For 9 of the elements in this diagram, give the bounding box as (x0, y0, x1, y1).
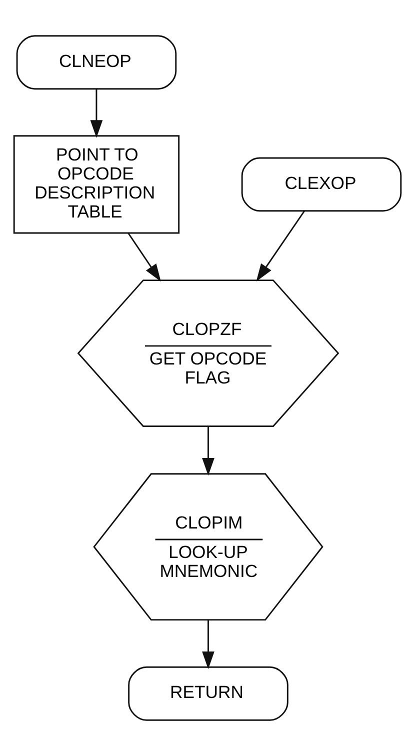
arrow (202, 426, 214, 476)
node-box: CLEXOP (241, 157, 402, 212)
arrow (128, 232, 161, 282)
node-box: POINT TO OPCODE DESCRIPTION TABLE (13, 135, 180, 234)
arrow (90, 89, 103, 138)
node-box: RETURN (128, 666, 288, 721)
arrow (202, 620, 214, 670)
arrow (256, 210, 305, 282)
node-box: CLNEOP (16, 35, 177, 90)
